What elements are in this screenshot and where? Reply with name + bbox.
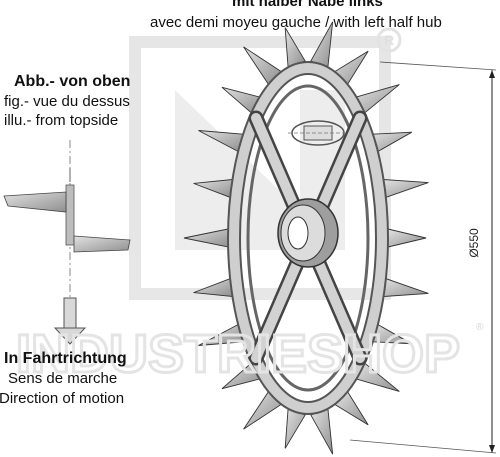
direction-label-german: In Fahrtrichtung (4, 350, 127, 367)
view-label-french: fig.- vue du dessus (4, 93, 130, 110)
wheel-spike (387, 228, 427, 248)
diameter-label: Ø550 (467, 228, 481, 258)
svg-text:R: R (384, 32, 394, 48)
title-german: mit halber Nabe links (232, 0, 383, 10)
view-label-english: illu.- from topside (4, 112, 119, 129)
wheel-spike (372, 131, 412, 153)
watermark-text: INDUSTRIESHOP (16, 324, 460, 384)
arrow-down-icon (53, 297, 87, 345)
shaft-key-icon (288, 120, 348, 146)
direction-label-french: Sens de marche (8, 370, 118, 387)
wheel-spike (383, 179, 429, 198)
wheel-spikes (183, 21, 429, 455)
wheel-spike (310, 408, 334, 455)
cage-wheel (183, 21, 429, 455)
title-french-english: avec demi moyeu gauche / with left half … (150, 14, 442, 31)
top-view-drawing (3, 140, 131, 300)
diameter-dimension-line (349, 61, 497, 454)
wheel-spike (284, 408, 306, 449)
watermark-registered-mark: ® (476, 322, 484, 333)
view-label-german: Abb.- von oben (14, 73, 131, 90)
direction-label-english: Direction of motion (0, 390, 125, 407)
wheel-spike (383, 278, 429, 297)
